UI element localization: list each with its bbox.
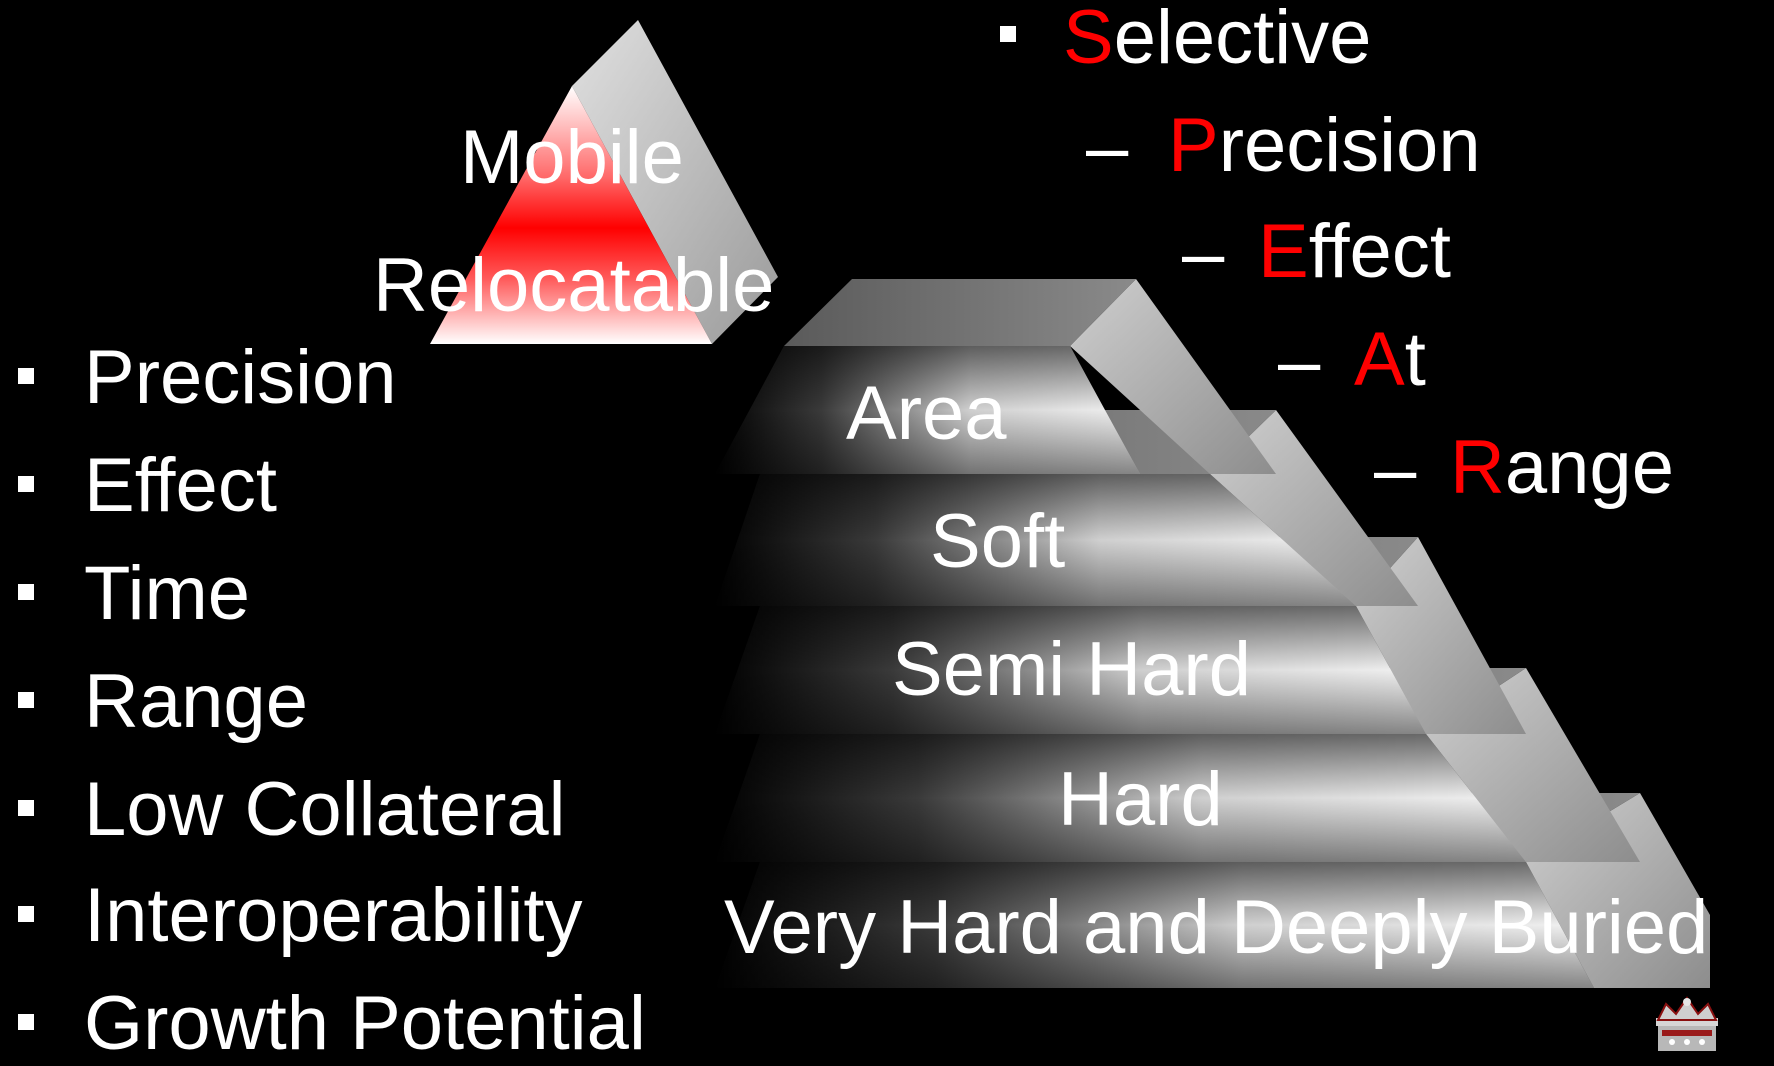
acronym-item-initial: A bbox=[1354, 317, 1405, 402]
triangle-side-face bbox=[572, 20, 778, 344]
acronym-item-at: At bbox=[1354, 322, 1426, 398]
list-item-interoperability: Interoperability bbox=[84, 873, 583, 958]
list-item-precision: Precision bbox=[84, 335, 397, 420]
acronym-item-rest: recision bbox=[1218, 103, 1481, 188]
acronym-heading: Selective bbox=[1063, 0, 1371, 76]
dash-bullet-icon: – bbox=[1278, 319, 1321, 404]
bullet-square-icon bbox=[18, 1014, 34, 1030]
list-item-growth-potential: Growth Potential bbox=[84, 981, 646, 1066]
pyramid-shape bbox=[715, 279, 1710, 988]
tier-label-area: Area bbox=[846, 371, 1007, 456]
list-item-low-collateral: Low Collateral bbox=[84, 767, 566, 852]
tier-label-soft: Soft bbox=[930, 499, 1066, 584]
acronym-item-effect: Effect bbox=[1258, 214, 1451, 290]
list-item-range: Range bbox=[84, 659, 308, 744]
tier-1-top bbox=[784, 279, 1136, 346]
triangle-label-mobile: Mobile bbox=[460, 115, 684, 200]
tier-label-hard: Hard bbox=[1058, 757, 1223, 842]
tier-label-very-hard-deeply-buried: Very Hard and Deeply Buried bbox=[724, 885, 1709, 970]
bullet-square-icon bbox=[18, 906, 34, 922]
acronym-heading-rest: elective bbox=[1113, 0, 1372, 80]
crown-icon bbox=[1656, 996, 1718, 1051]
bullet-square-icon bbox=[18, 584, 34, 600]
list-item-time: Time bbox=[84, 551, 251, 636]
list-item-effect: Effect bbox=[84, 443, 277, 528]
triangle-label-relocatable: Relocatable bbox=[373, 243, 775, 328]
dash-bullet-icon: – bbox=[1182, 211, 1225, 296]
acronym-heading-initial: S bbox=[1063, 0, 1114, 80]
bullet-square-icon bbox=[18, 368, 34, 384]
bullet-square-icon bbox=[1000, 26, 1016, 42]
acronym-item-rest: ange bbox=[1504, 425, 1674, 510]
triangle-shape bbox=[430, 20, 778, 344]
bullet-square-icon bbox=[18, 800, 34, 816]
acronym-item-precision: Precision bbox=[1168, 108, 1481, 184]
acronym-item-initial: E bbox=[1258, 209, 1309, 294]
acronym-item-initial: R bbox=[1450, 425, 1505, 510]
dash-bullet-icon: – bbox=[1374, 427, 1417, 512]
dash-bullet-icon: – bbox=[1086, 105, 1129, 190]
acronym-item-initial: P bbox=[1168, 103, 1219, 188]
triangle-front-face bbox=[430, 86, 712, 344]
acronym-item-rest: t bbox=[1404, 317, 1426, 402]
bullet-square-icon bbox=[18, 692, 34, 708]
acronym-item-rest: ffect bbox=[1308, 209, 1451, 294]
tier-label-semi-hard: Semi Hard bbox=[892, 627, 1251, 712]
acronym-item-range: Range bbox=[1450, 430, 1674, 506]
tier-1-side bbox=[1070, 279, 1276, 474]
bullet-square-icon bbox=[18, 476, 34, 492]
